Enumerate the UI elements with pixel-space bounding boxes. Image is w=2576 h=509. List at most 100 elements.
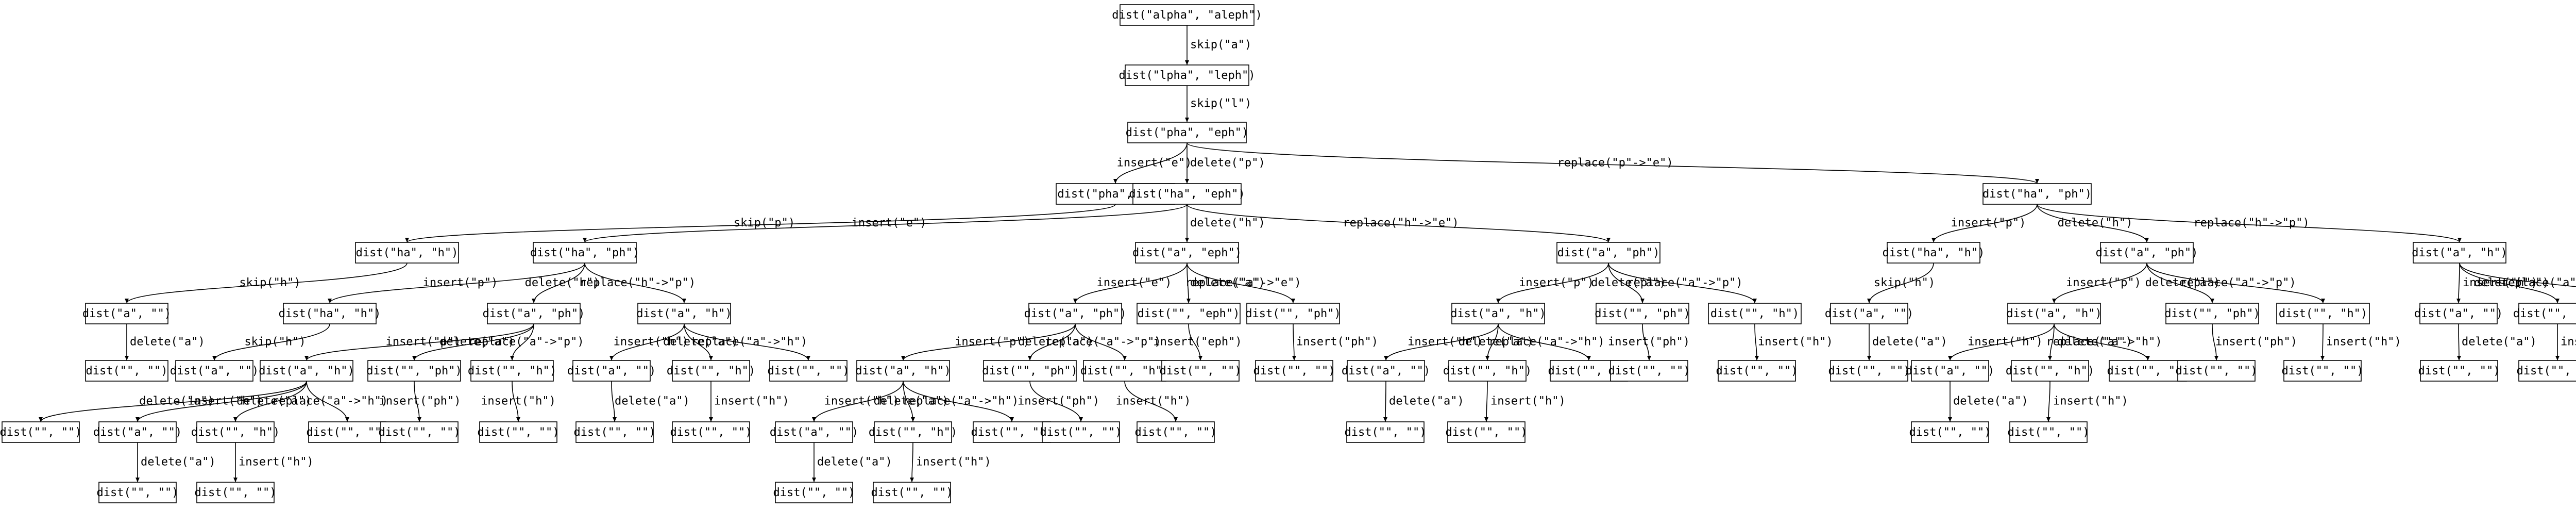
edge-n2-n3: skip("l") [1185, 86, 1251, 122]
edge-label: delete("a") [2145, 276, 2221, 289]
edge-n50-n55: replace("a"->"h") [1488, 323, 1605, 361]
node-label: dist("ha", "ph") [530, 247, 639, 259]
edge-label: insert("p") [955, 336, 1030, 349]
edge-line [1187, 204, 1611, 243]
edge-line [135, 381, 307, 422]
edge-n19-n30: delete("a") [611, 381, 690, 422]
node-label: dist("ha", "h") [1883, 247, 1985, 259]
edge-label: delete("h") [1190, 217, 1265, 229]
node-label: dist("a", "h") [855, 365, 951, 377]
edge-n9-n10: delete("a") [125, 323, 205, 360]
tree-node: dist("a", "ph") [2096, 242, 2198, 264]
edge-line [2146, 262, 2325, 304]
node-label: dist("", "h") [1080, 365, 1169, 377]
node-box [1042, 421, 1120, 443]
tree-node: dist("", "") [0, 421, 81, 443]
edge-n36-n41: insert("ph") [1292, 323, 1378, 361]
edge-n64-n79: replace("a"->"h") [2459, 262, 2576, 289]
tree-node: dist("", "") [1828, 360, 1910, 382]
tree-node: dist("a", "") [170, 360, 259, 382]
edge-n77-n80: delete("a") [2456, 323, 2537, 361]
node-box [983, 360, 1077, 382]
edge-line [1642, 323, 1651, 361]
tree-node: dist("a", "") [1825, 303, 1913, 324]
edge-n51-n56: insert("ph") [1608, 323, 1690, 361]
edge-n34-n39: replace("a"->"p") [1045, 323, 1161, 361]
edge-n13-n17: delete("a") [412, 323, 534, 361]
edge-line [1867, 262, 1934, 304]
node-box [1120, 4, 1255, 26]
node-box [2518, 360, 2576, 382]
edge-n50-n54: delete("a") [1459, 323, 1533, 361]
node-label: dist("alpha", "aleph") [1112, 9, 1262, 22]
edge-line [1188, 323, 1202, 361]
edge-label: replace("a"->"h") [272, 395, 388, 408]
edge-label: delete("h") [2058, 217, 2133, 229]
edge-line [910, 442, 914, 483]
node-label: dist("a", "") [170, 365, 259, 377]
edge-n5-n49: replace("h"->"e") [1187, 204, 1611, 243]
edge-line [2459, 262, 2576, 287]
tree-node: dist("a", "") [1906, 360, 1994, 382]
edge-n5-n8: insert("e") [583, 204, 1188, 243]
node-box [85, 360, 168, 382]
tree-node: dist("a", "eph") [1132, 242, 1242, 264]
edge-n78-n81: insert("h") [2555, 323, 2576, 360]
edge-line [901, 323, 1076, 361]
node-label: dist("", "") [1253, 365, 1335, 377]
edge-n8-n14: replace("h"->"p") [580, 262, 696, 304]
node-label: dist("lpha", "leph") [1119, 69, 1256, 82]
node-label: dist("ha", "h") [356, 247, 459, 259]
tree-node: dist("a", "") [93, 421, 182, 443]
tree-node: dist("", "ph") [2164, 303, 2260, 324]
edge-n67-n72: replace("a"->"h") [2046, 323, 2162, 361]
tree-node: dist("", "") [1716, 360, 1798, 382]
node-label: dist("", "ph") [366, 365, 462, 377]
node-label: dist("", "") [195, 486, 277, 499]
tree-node: dist("", "") [307, 421, 388, 443]
edge-n14-n20: delete("a") [663, 323, 738, 361]
edge-label: insert("p") [1519, 276, 1594, 289]
node-label: dist("", "h") [667, 365, 755, 377]
edge-n42-n47: delete("a") [812, 442, 892, 482]
edge-label: delete("a") [615, 395, 690, 408]
node-label: dist("a", "ph") [2096, 247, 2198, 259]
edge-line [1608, 262, 1757, 304]
edge-n16-n25: insert("h") [135, 381, 307, 422]
node-label: dist("", "ph") [1595, 307, 1690, 320]
edge-n70-n75: delete("a") [1948, 381, 2028, 422]
node-box [874, 421, 952, 443]
tree-node: dist("a", "") [1342, 360, 1430, 382]
edge-n69-n74: insert("h") [2320, 323, 2401, 361]
edge-n4-n7: skip("p") [405, 204, 1116, 243]
edge-line [1028, 323, 1076, 361]
edge-label: replace("a"->"p") [1626, 276, 1742, 289]
node-box [1127, 122, 1247, 143]
edge-n20-n31: insert("h") [709, 381, 789, 422]
node-box [1830, 303, 1908, 324]
tree-node: dist("a", "ph") [1024, 303, 1126, 324]
tree-node: dist("a", "") [770, 421, 858, 443]
tree-node: dist("pha", "eph") [1126, 122, 1248, 143]
edge-n61-n62: insert("p") [1931, 204, 2038, 243]
node-box [1255, 360, 1333, 382]
tree-node: dist("", "") [871, 482, 953, 503]
node-label: dist("", "h") [1443, 365, 1532, 377]
tree-node: dist("", "h") [667, 360, 755, 382]
edge-n11-n12: skip("h") [212, 323, 330, 361]
edge-line [510, 323, 534, 361]
edge-n37-n43: delete("a") [874, 381, 948, 422]
edge-label: insert("h") [188, 395, 263, 408]
node-label: dist("", "") [307, 426, 388, 439]
node-box [1028, 303, 1122, 324]
tree-node: dist("a", "h") [1450, 303, 1546, 324]
tree-node: dist("", "") [2008, 421, 2089, 443]
edge-label: delete("a") [663, 336, 738, 349]
tree-node: dist("", "") [97, 482, 178, 503]
node-label: dist("", "") [574, 426, 656, 439]
node-box [1451, 303, 1545, 324]
node-box [1161, 360, 1240, 382]
edge-label: delete("h") [525, 276, 600, 289]
edge-label: insert("h") [1490, 395, 1566, 408]
edge-label: insert("h") [714, 395, 789, 408]
